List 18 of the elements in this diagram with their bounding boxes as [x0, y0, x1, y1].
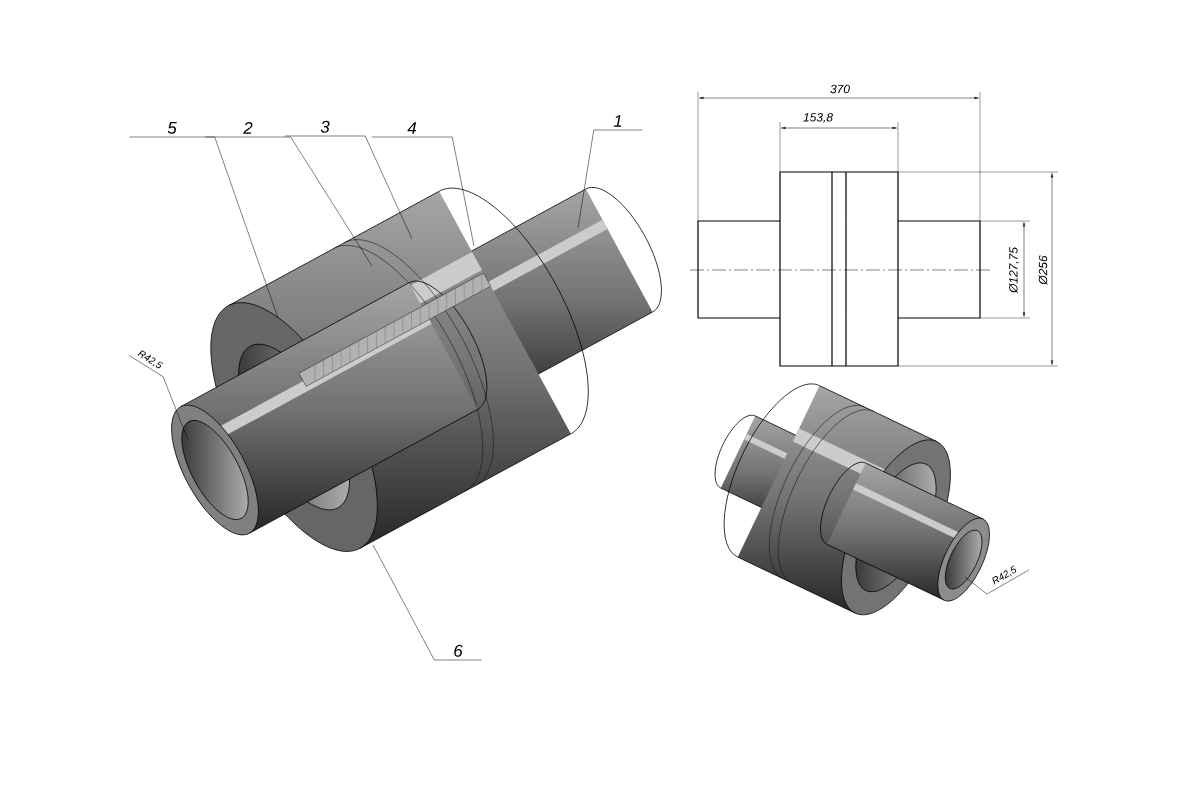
callout-number: 1 — [613, 115, 622, 127]
leader-line — [284, 135, 413, 240]
leader-line — [128, 355, 189, 441]
leader-line — [371, 136, 475, 247]
callout-number: 3 — [320, 120, 330, 133]
dimension-label: 370 — [830, 84, 850, 94]
leader-line — [129, 136, 279, 319]
leader-line — [964, 569, 1030, 595]
dimension-label: Ø127,75 — [1008, 247, 1020, 294]
leader-line — [205, 136, 373, 267]
callout-number: 2 — [243, 121, 253, 134]
callout-number: 4 — [407, 122, 417, 134]
dimension-label: 153,8 — [803, 113, 833, 123]
callout-number: 6 — [454, 644, 463, 657]
leader-line — [372, 544, 482, 661]
callout-number: 5 — [167, 121, 177, 134]
leader-line — [577, 129, 643, 229]
dimension-label: Ø256 — [1038, 255, 1048, 285]
